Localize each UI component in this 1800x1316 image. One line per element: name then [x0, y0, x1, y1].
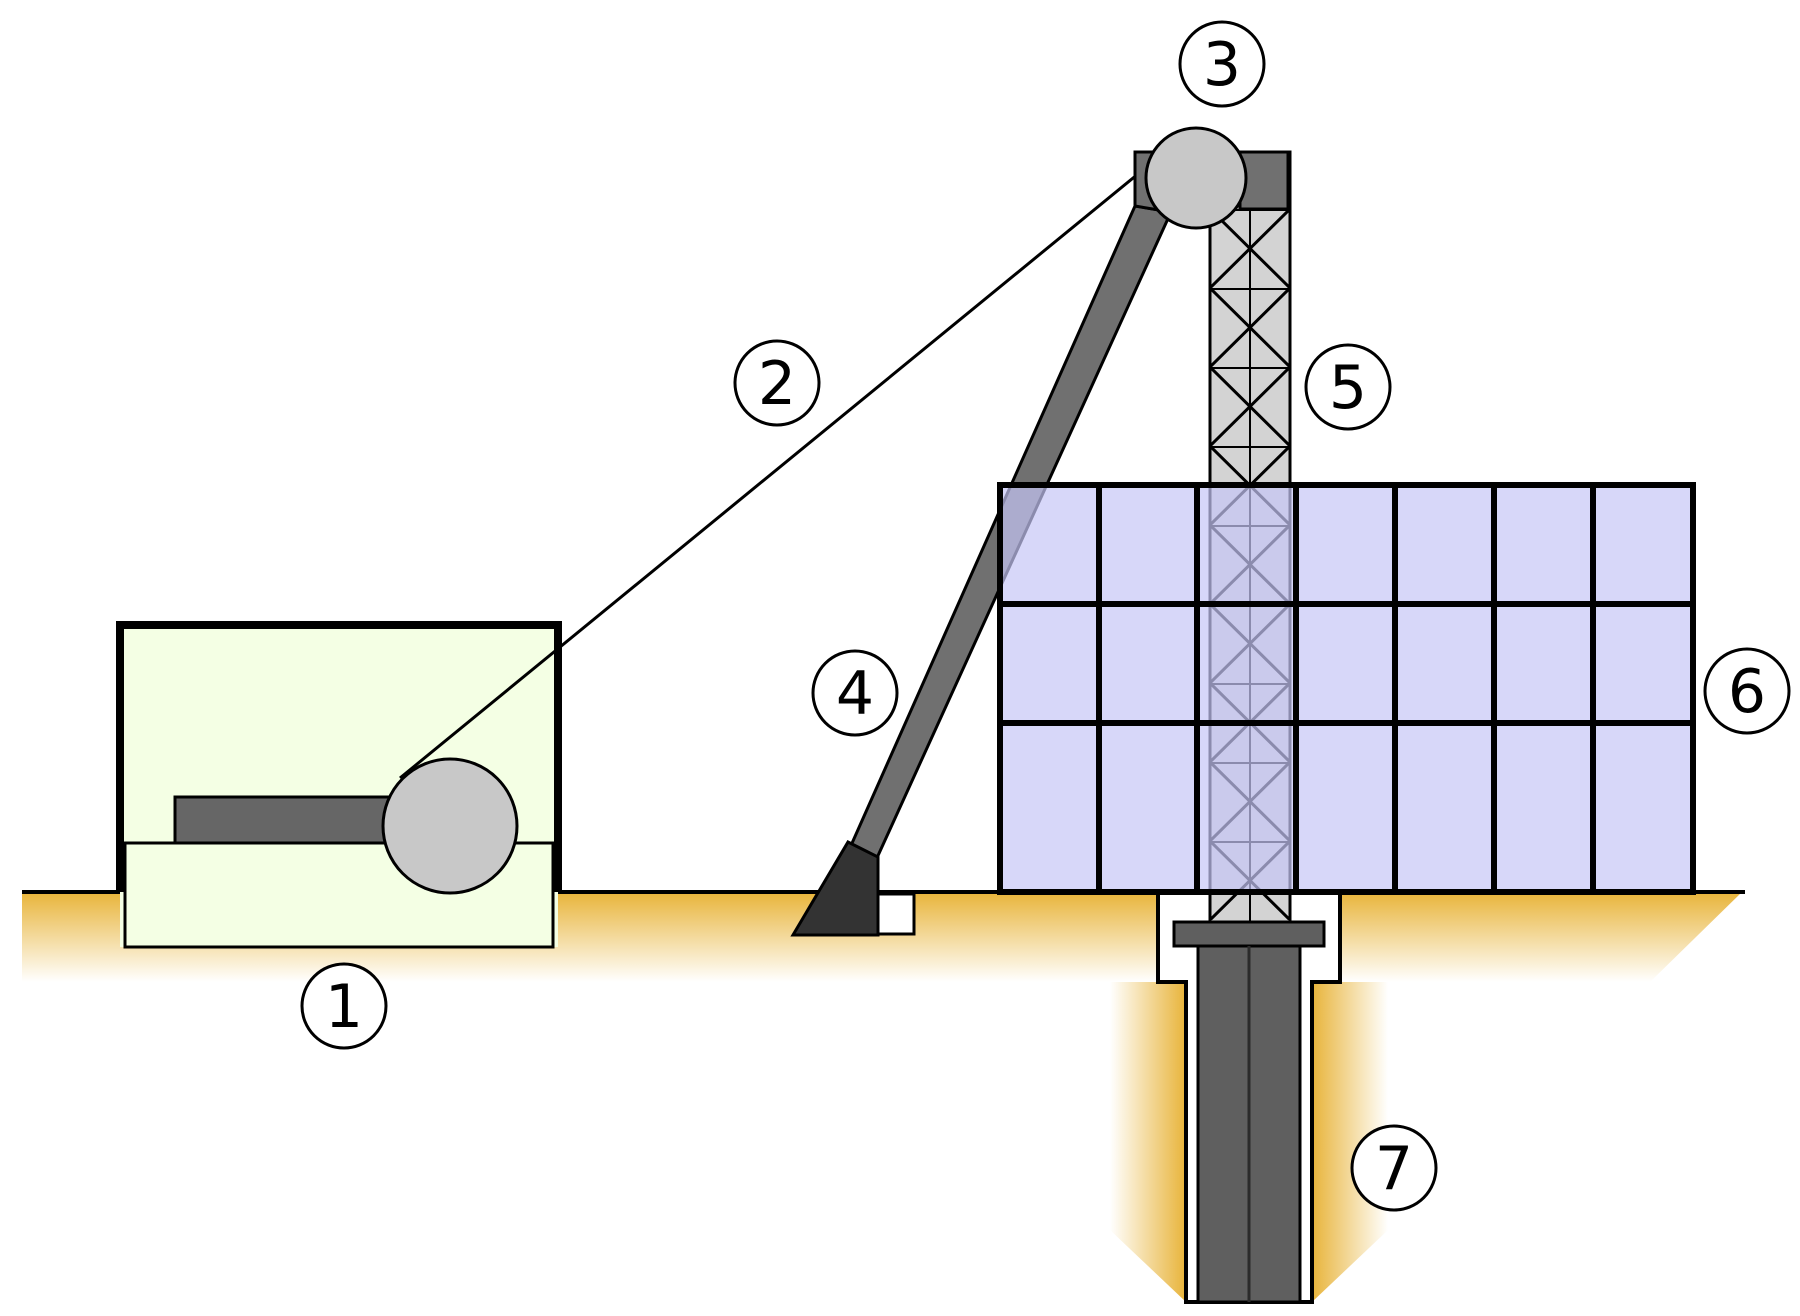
callout-7-label: 7: [1375, 1134, 1413, 1204]
callout-6-label: 6: [1728, 657, 1766, 727]
callout-2: 2: [733, 339, 821, 427]
callout-2-label: 2: [758, 349, 796, 419]
callout-1-label: 1: [325, 972, 363, 1042]
winch-house: [116, 621, 562, 949]
ground: [22, 890, 1745, 1302]
callout-3-label: 3: [1203, 30, 1241, 100]
hoisting-cable: [399, 158, 1156, 780]
crown-pulley: [1144, 126, 1248, 230]
callout-1: 1: [300, 962, 388, 1050]
callout-5-label: 5: [1329, 353, 1367, 423]
screen-panel: [997, 482, 1696, 895]
callout-5: 5: [1304, 343, 1392, 431]
callout-4-label: 4: [836, 659, 874, 729]
callout-3: 3: [1178, 20, 1266, 108]
boom-anchor: [790, 840, 916, 937]
callout-7: 7: [1350, 1124, 1438, 1212]
callout-4: 4: [811, 649, 899, 737]
drill-pipe: [1172, 920, 1326, 1304]
callout-6: 6: [1703, 647, 1791, 735]
